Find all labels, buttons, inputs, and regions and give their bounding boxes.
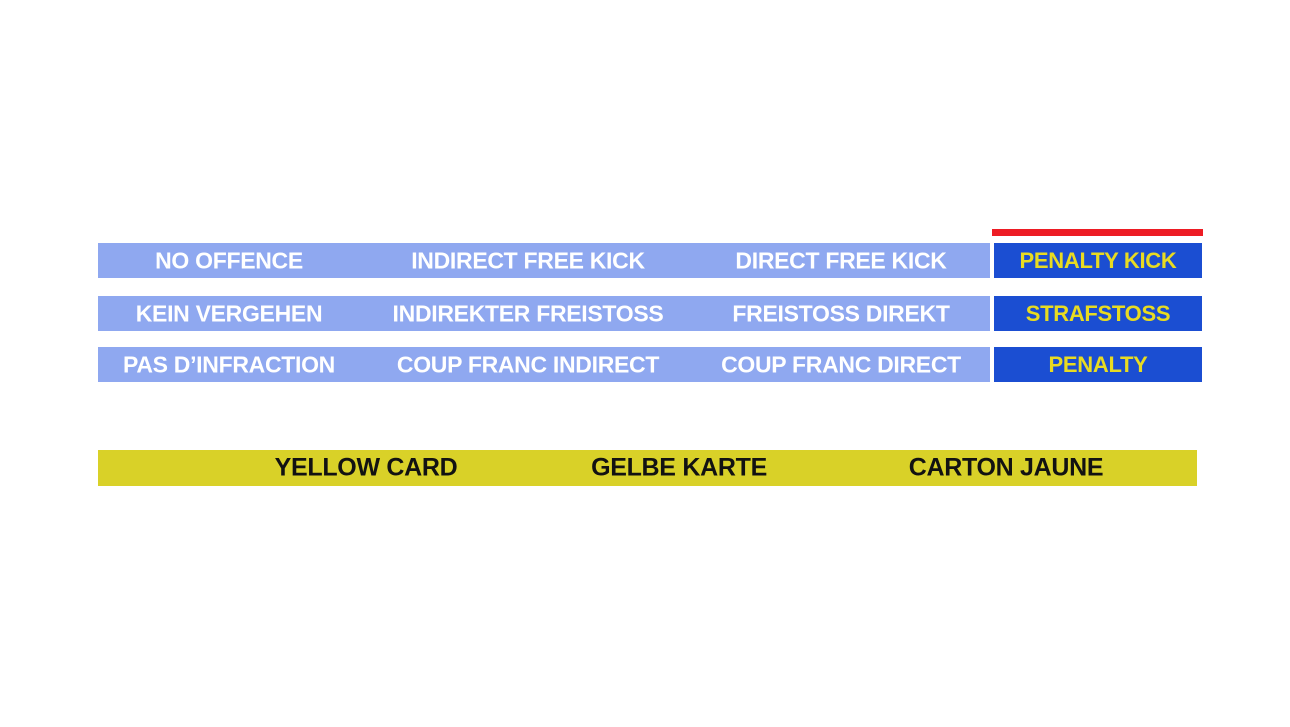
direct-free-kick-label-fr: COUP FRANC DIRECT	[721, 351, 961, 377]
yellow-card-bar: YELLOW CARD GELBE KARTE CARTON JAUNE	[98, 450, 1197, 486]
no-offence-label-fr: PAS D’INFRACTION	[123, 351, 335, 377]
no-offence-label-de: KEIN VERGEHEN	[135, 300, 323, 326]
direct-free-kick-label-en: DIRECT FREE KICK	[735, 247, 947, 273]
sanction-row-english: NO OFFENCE INDIRECT FREE KICK DIRECT FRE…	[98, 243, 990, 278]
penalty-kick-cell-fr: PENALTY	[994, 347, 1202, 382]
sanction-row-german: KEIN VERGEHEN INDIREKTER FREISTOSS FREIS…	[98, 296, 990, 331]
no-offence-label-en: NO OFFENCE	[155, 247, 303, 273]
direct-free-kick-label-de: FREISTOSS DIREKT	[732, 300, 950, 326]
yellow-card-label-de: GELBE KARTE	[591, 453, 767, 482]
indirect-free-kick-label-en: INDIRECT FREE KICK	[411, 247, 645, 273]
yellow-card-label-en: YELLOW CARD	[274, 453, 458, 482]
yellow-card-label-fr: CARTON JAUNE	[908, 453, 1104, 482]
penalty-kick-cell-de: STRAFSTOSS	[994, 296, 1202, 331]
indirect-free-kick-label-de: INDIREKTER FREISTOSS	[392, 300, 664, 326]
penalty-column-highlight-bar	[992, 229, 1203, 236]
indirect-free-kick-label-fr: COUP FRANC INDIRECT	[396, 351, 660, 377]
sanction-row-french: PAS D’INFRACTION COUP FRANC INDIRECT COU…	[98, 347, 990, 382]
penalty-kick-cell-en: PENALTY KICK	[994, 243, 1202, 278]
